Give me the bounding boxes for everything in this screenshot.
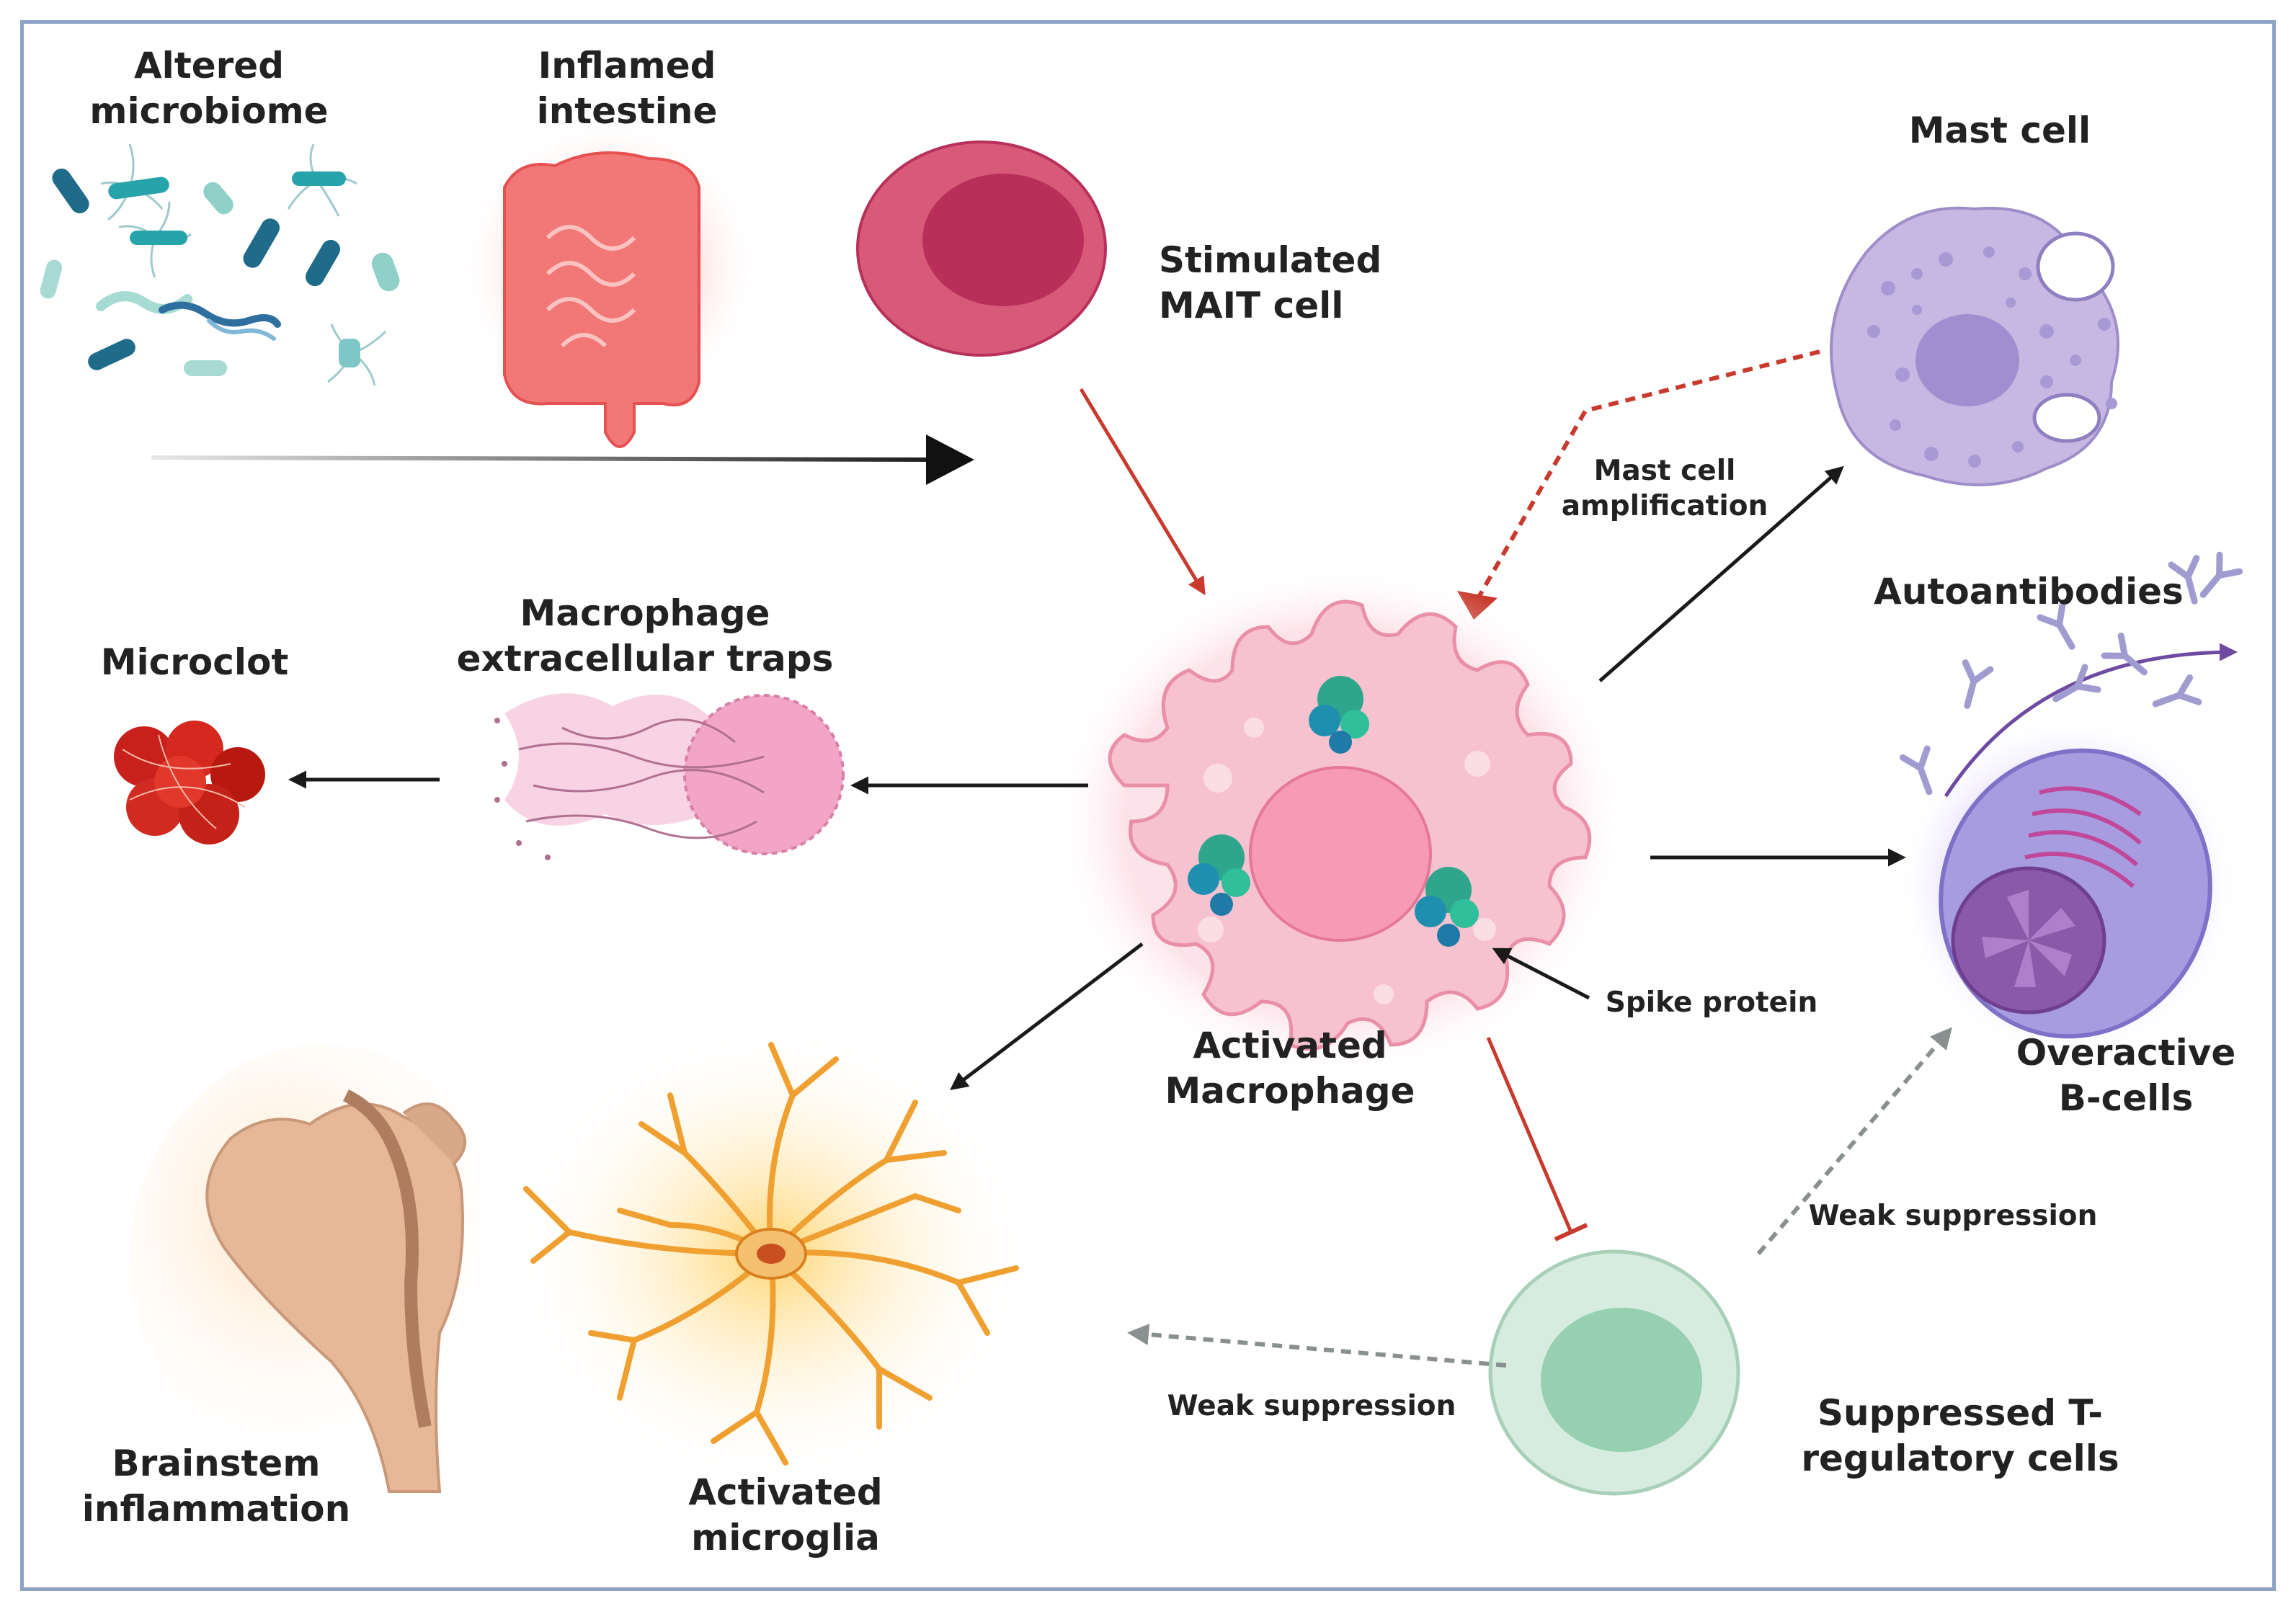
arrow-autoantibodies <box>1944 643 2238 798</box>
b-cell <box>1895 713 2241 1059</box>
label-mast-cell: Mast cell <box>1908 110 2091 151</box>
mait-cell <box>856 141 1107 357</box>
label-weak-suppression-microglia: Weak suppression <box>1167 1390 1456 1422</box>
arrow-spike-protein <box>1492 948 1590 1000</box>
mast-cell <box>1830 206 2119 486</box>
arrow-mait-to-macrophage <box>1079 388 1206 596</box>
brainstem <box>130 1045 519 1493</box>
macrophage-cell <box>1052 562 1629 1081</box>
arrow-treg-to-bcells <box>1756 1027 1952 1255</box>
arrow-microbiome-to-mait <box>151 455 938 462</box>
treg-cell <box>1488 1249 1740 1496</box>
label-autoantibodies: Autoantibodies <box>1874 571 2184 612</box>
inhibit-macrophage-to-treg <box>1486 1037 1573 1233</box>
microclot <box>114 721 265 844</box>
label-spike-protein: Spike protein <box>1605 986 1818 1019</box>
arrow-microbiome-to-mait-head <box>926 434 974 485</box>
arrow-mast-to-macrophage <box>1475 349 1820 601</box>
extracellular-traps <box>494 693 845 860</box>
inhibit-bar <box>1554 1223 1588 1241</box>
microglia <box>512 1023 1031 1484</box>
microbiome-illustration <box>40 143 400 386</box>
antibody-icons <box>1899 551 2243 795</box>
spike-protein-right <box>1415 867 1479 947</box>
arrow-treg-to-microglia <box>1127 1324 1507 1368</box>
nucleus-chromatin <box>1982 890 2075 987</box>
intestine-illustration <box>458 115 760 448</box>
label-weak-suppression-bcells: Weak suppression <box>1808 1200 2098 1232</box>
label-suppressed-treg: Suppressed T-regulatory cells <box>1801 1392 2119 1479</box>
arrow-macrophage-to-mast <box>1598 465 1844 682</box>
spike-protein-top <box>1309 676 1369 754</box>
label-microclot: Microclot <box>100 641 289 683</box>
arrow-macrophage-to-microglia <box>950 942 1144 1091</box>
endoplasmic-reticulum <box>2024 786 2142 888</box>
spike-protein-left <box>1188 834 1250 916</box>
